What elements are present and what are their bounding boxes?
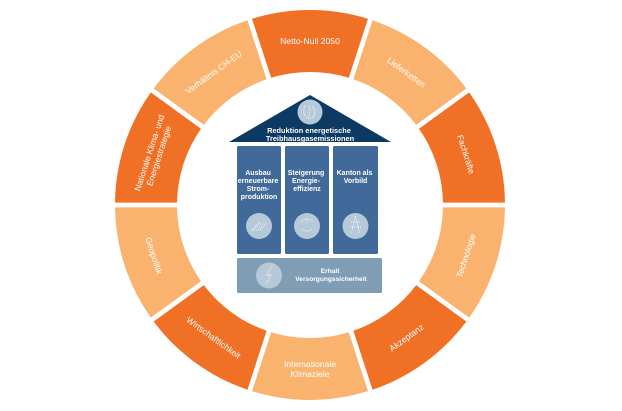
ring-segment-shape bbox=[153, 285, 267, 390]
pillar-title: Ausbau erneuerbare Strom- produktion bbox=[238, 170, 280, 201]
ring-segment-label-line: Netto-Null 2050 bbox=[280, 36, 340, 46]
solar-panel-icon bbox=[246, 213, 272, 239]
roof: Reduktion energetische Treibhausgasemiss… bbox=[229, 95, 391, 143]
pillar-title: Steigerung Energie- effizienz bbox=[288, 170, 327, 193]
ring-segment: Netto-Null 2050 bbox=[252, 9, 368, 78]
base-title-line: Versorgungssicherheit bbox=[295, 276, 367, 283]
pillar-title-line: Kanton als bbox=[337, 170, 373, 177]
base-title: Erhalt Versorgungssicherheit bbox=[295, 268, 367, 283]
strategy-house: Reduktion energetische Treibhausgasemiss… bbox=[229, 95, 391, 293]
pillar-title-line: Energie- bbox=[292, 178, 321, 185]
ring-segment-shape bbox=[115, 92, 202, 203]
pillar: Kanton als Vorbild bbox=[333, 146, 378, 254]
pillar-title-line: effizienz bbox=[293, 186, 321, 193]
ring-segment: Lieferketten bbox=[353, 20, 467, 125]
ring-segment-shape bbox=[252, 9, 368, 78]
ring-segment-label-line: Internationale bbox=[284, 359, 336, 369]
ring-of-factors: Netto-Null 2050 LieferkettenFachkräfteTec… bbox=[115, 9, 505, 400]
pillar-title-line: erneuerbare bbox=[238, 178, 279, 185]
pillar-title-line: produktion bbox=[241, 194, 278, 201]
pillar-title-line: Ausbau bbox=[245, 170, 271, 177]
pillar: Ausbau erneuerbare Strom- produktion bbox=[237, 146, 281, 254]
ring-segment-shape bbox=[418, 207, 505, 318]
ring-segment: Fachkräfte bbox=[418, 92, 505, 203]
roof-title-line: Reduktion energetische bbox=[267, 126, 351, 135]
base-title-line: Erhalt bbox=[321, 268, 340, 275]
ring-segment-shape bbox=[353, 285, 467, 390]
roof-title-line: Treibhausgasemissionen bbox=[266, 134, 355, 143]
ring-segment-shape bbox=[252, 332, 368, 400]
pillar-title-line: Strom- bbox=[247, 186, 270, 193]
lightning-icon bbox=[256, 262, 282, 289]
ring-segment: Akzeptanz bbox=[353, 285, 467, 390]
base: Erhalt Versorgungssicherheit bbox=[237, 258, 382, 293]
ring-segment: Wirtschaftlichkeit bbox=[153, 285, 267, 390]
ring-segment-label-line: Klimaziele bbox=[290, 369, 329, 379]
ring-segment: Technologie bbox=[418, 207, 505, 318]
ring-segment: Geopolitik bbox=[115, 207, 202, 318]
ring-segment-shape bbox=[353, 20, 467, 125]
ring-segment-shape bbox=[115, 207, 202, 318]
leaf-globe-icon bbox=[297, 99, 323, 125]
ring-segment-shape bbox=[418, 92, 505, 203]
pillar-title-line: Vorbild bbox=[344, 178, 368, 185]
ring-segment-label: Netto-Null 2050 bbox=[280, 36, 340, 46]
pillar-title: Kanton als Vorbild bbox=[337, 170, 375, 185]
pillar: Steigerung Energie- effizienz bbox=[285, 146, 329, 254]
ring-segment: Verhältnis CH-EU bbox=[153, 20, 267, 125]
pillar-title-line: Steigerung bbox=[288, 170, 325, 177]
pylon-icon bbox=[342, 213, 369, 239]
roof-title: Reduktion energetische Treibhausgasemiss… bbox=[266, 126, 355, 143]
ring-segment-shape bbox=[153, 20, 267, 125]
ring-segment: Nationale Klima- undEnergiestrategie bbox=[115, 92, 202, 203]
efficiency-icon bbox=[294, 213, 320, 239]
